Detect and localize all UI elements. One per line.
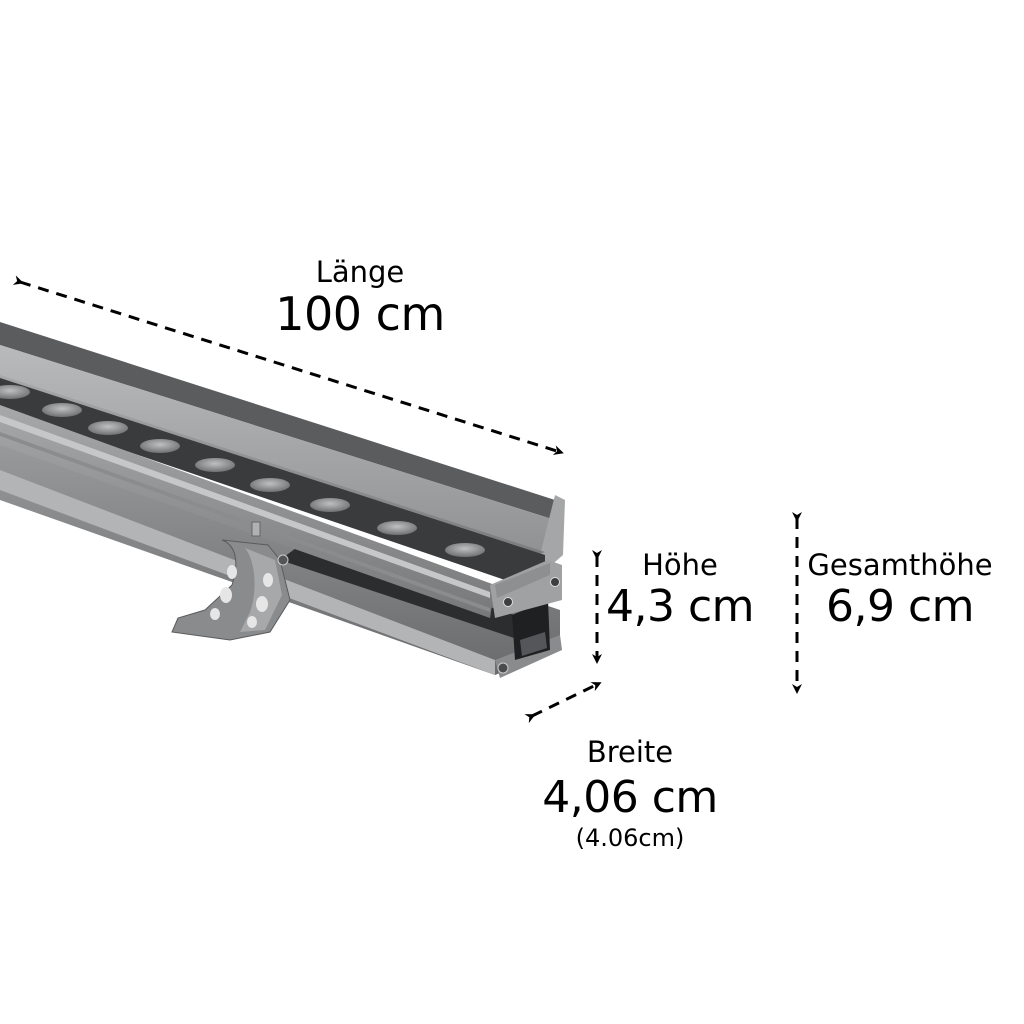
mounting-bracket (171, 521, 291, 641)
length-value: 100 cm (275, 287, 445, 341)
width-note: (4.06cm) (575, 824, 685, 852)
length-name: Länge (315, 255, 405, 289)
width-label: Breite 4,06 cm (4.06cm) (530, 735, 730, 853)
width-arrow (524, 682, 602, 724)
height-value: 4,3 cm (605, 581, 755, 632)
height-label: Höhe 4,3 cm (600, 548, 760, 632)
total-height-value: 6,9 cm (825, 581, 975, 632)
length-label: Länge 100 cm (260, 255, 460, 339)
total-height-label: Gesamthöhe 6,9 cm (800, 548, 1000, 632)
width-name: Breite (586, 735, 674, 769)
dimension-arrows (12, 275, 802, 724)
total-height-name: Gesamthöhe (807, 548, 993, 582)
width-value: 4,06 cm (542, 772, 718, 823)
height-name: Höhe (642, 548, 718, 582)
